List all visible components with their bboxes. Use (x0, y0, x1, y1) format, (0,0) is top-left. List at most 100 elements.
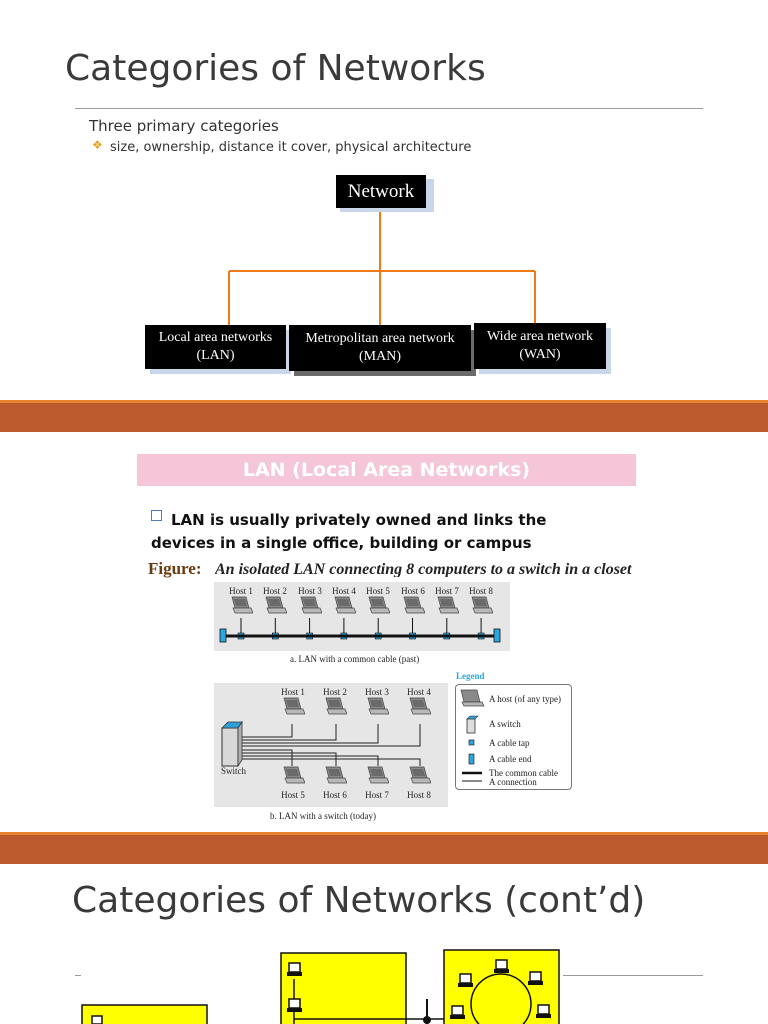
host-label: Host 8 (407, 790, 431, 800)
laptop-icon (403, 596, 426, 614)
laptop-icon (471, 596, 494, 614)
laptop-icon (231, 596, 254, 614)
title-rule-right (563, 975, 703, 976)
laptop-icon (409, 697, 432, 715)
host-computer: Host 3 (293, 586, 327, 620)
host-computer: Host 6 (318, 766, 352, 800)
host-computer: Host 1 (224, 586, 258, 620)
host-computer: Host 8 (402, 766, 436, 800)
host-computer: Host 7 (430, 586, 464, 620)
host-computer: Host 4 (327, 586, 361, 620)
square-bullet-icon (151, 510, 162, 521)
lan-point-line2: devices in a single office, building or … (151, 534, 532, 552)
slide-separator (0, 400, 768, 432)
wan-line1: Wide area network (487, 329, 593, 344)
laptop-icon (368, 596, 391, 614)
host-computer: Host 2 (258, 586, 292, 620)
slide-lan: LAN (Local Area Networks) LAN is usually… (0, 432, 768, 832)
lan-point-line1: LAN is usually privately owned and links… (171, 511, 547, 529)
host-computer: Host 5 (361, 586, 395, 620)
switch-icon (221, 720, 243, 768)
figure-caption: An isolated LAN connecting 8 computers t… (215, 561, 632, 577)
legend-item-tap: A cable tap (489, 738, 530, 748)
host-computer: Host 3 (360, 687, 394, 721)
legend-end-icon (468, 753, 475, 765)
host-computer: Host 8 (464, 586, 498, 620)
lan-header-text: LAN (Local Area Networks) (242, 459, 531, 481)
caption-b: b. LAN with a switch (today) (270, 811, 376, 821)
host-label: Host 6 (401, 586, 425, 596)
host-label: Host 1 (229, 586, 253, 596)
computer-icon (91, 1015, 103, 1024)
host-label: Host 5 (366, 586, 390, 596)
laptop-icon (265, 596, 288, 614)
host-label: Host 3 (298, 586, 322, 596)
host-label: Host 7 (435, 586, 459, 596)
legend-switch-icon (466, 715, 479, 734)
computer-icon (494, 959, 509, 973)
host-label: Host 2 (263, 586, 287, 596)
host-label: Host 8 (469, 586, 493, 596)
yellow-lan-box-middle (280, 952, 407, 1024)
computer-icon (458, 973, 473, 987)
laptop-icon (409, 766, 432, 784)
legend-item-connection: A connection (489, 777, 537, 787)
node-wan: Wide area network (WAN) (474, 323, 606, 369)
host-computer: Host 2 (318, 687, 352, 721)
common-cable (219, 628, 501, 643)
host-computer: Host 4 (402, 687, 436, 721)
host-label: Host 5 (281, 790, 305, 800)
lan-line2: (LAN) (196, 348, 235, 363)
slide-separator (0, 832, 768, 864)
host-computer: Host 6 (396, 586, 430, 620)
host-label: Host 6 (323, 790, 347, 800)
laptop-icon (325, 697, 348, 715)
root-node-network: Network (336, 175, 426, 208)
legend-item-switch: A switch (489, 719, 521, 729)
network-diagrams (81, 949, 560, 1024)
title-rule (75, 108, 703, 109)
switch-label: Switch (221, 766, 247, 776)
root-label: Network (347, 180, 415, 202)
node-man: Metropolitan area network (MAN) (289, 325, 471, 371)
host-label: Host 1 (281, 687, 305, 697)
legend-item-end: A cable end (489, 754, 532, 764)
figure-a-panel (214, 582, 510, 651)
slide-categories-of-networks: Categories of Networks Three primary cat… (0, 0, 768, 400)
legend-item-cable: The common cable (489, 768, 558, 778)
bullet-secondary: size, ownership, distance it cover, phys… (110, 140, 472, 155)
legend-title: Legend (456, 671, 485, 681)
man-line1: Metropolitan area network (305, 331, 455, 346)
wan-line2: (WAN) (519, 347, 561, 362)
slide-categories-contd: Categories of Networks (cont’d) (0, 864, 768, 1024)
man-line2: (MAN) (359, 349, 401, 364)
node-lan: Local area networks (LAN) (145, 325, 286, 369)
host-label: Host 2 (323, 687, 347, 697)
computer-icon (450, 1005, 465, 1019)
lan-line1: Local area networks (158, 330, 273, 345)
bullet-primary: Three primary categories (89, 117, 279, 135)
slide-title-contd: Categories of Networks (cont’d) (72, 880, 646, 921)
host-label: Host 4 (407, 687, 431, 697)
diamond-bullet-icon: ❖ (92, 138, 103, 152)
lan-header-banner: LAN (Local Area Networks) (137, 454, 636, 486)
laptop-icon (283, 697, 306, 715)
legend-host-icon (460, 689, 485, 707)
laptop-icon (300, 596, 323, 614)
laptop-icon (367, 766, 390, 784)
laptop-icon (283, 766, 306, 784)
host-computer: Host 5 (276, 766, 310, 800)
computer-icon (528, 971, 543, 985)
host-computer: Host 7 (360, 766, 394, 800)
computer-icon (536, 1004, 551, 1018)
ring-topology (470, 973, 532, 1024)
legend-item-host: A host (of any type) (489, 694, 561, 704)
legend-tap-icon (468, 739, 475, 746)
slide-title: Categories of Networks (65, 48, 486, 89)
title-rule-left (75, 975, 81, 976)
figure-label: Figure: (148, 559, 202, 578)
switch-connections (221, 720, 421, 768)
host-label: Host 4 (332, 586, 356, 596)
host-label: Host 3 (365, 687, 389, 697)
host-label: Host 7 (365, 790, 389, 800)
